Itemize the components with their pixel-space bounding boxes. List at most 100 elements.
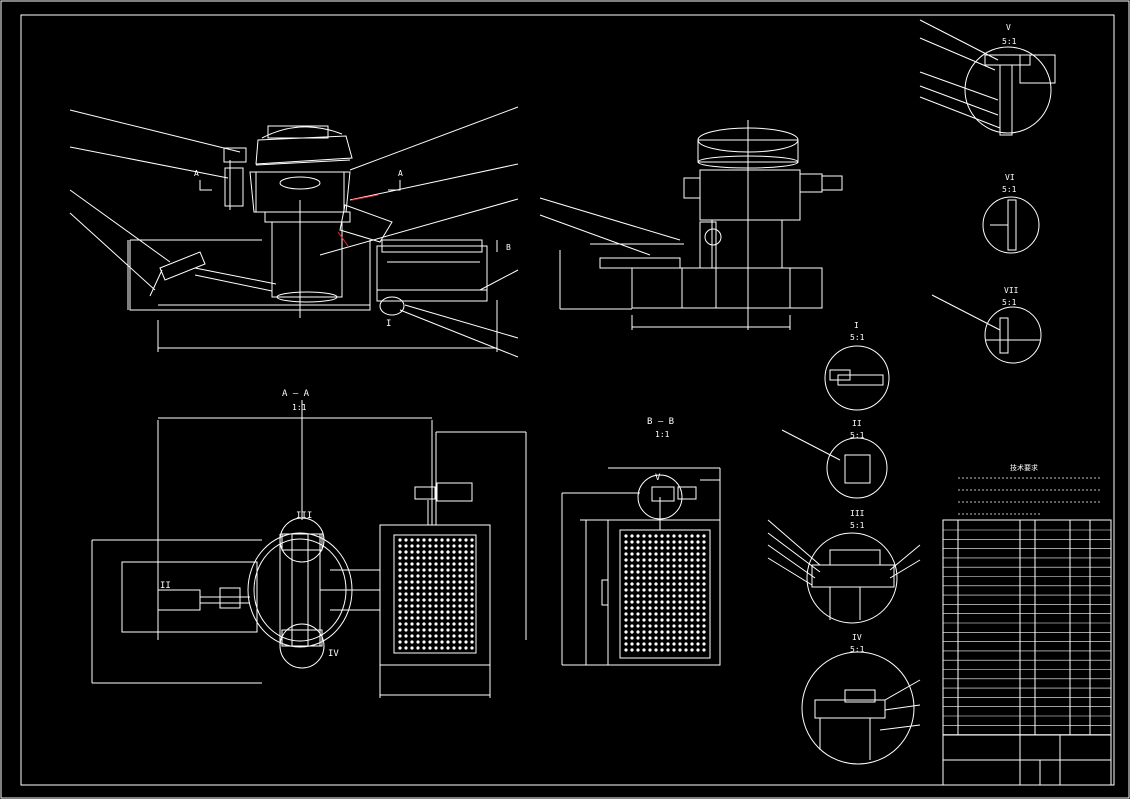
screen-hole <box>428 544 432 548</box>
screen-hole <box>398 562 402 566</box>
screen-hole <box>416 550 420 554</box>
screen-hole <box>428 616 432 620</box>
screen-hole <box>452 550 456 554</box>
screen-hole <box>422 592 426 596</box>
screen-hole <box>642 558 646 562</box>
screen-hole <box>642 552 646 556</box>
screen-hole <box>398 574 402 578</box>
screen-hole <box>464 646 468 650</box>
screen-hole <box>648 570 652 574</box>
screen-hole <box>654 600 658 604</box>
screen-hole <box>434 604 438 608</box>
screen-hole <box>410 640 414 644</box>
screen-hole <box>624 600 628 604</box>
screen-hole <box>630 600 634 604</box>
screen-hole <box>684 606 688 610</box>
screen-hole <box>470 538 474 542</box>
screen-hole <box>446 580 450 584</box>
screen-hole <box>678 534 682 538</box>
view-b-b <box>561 467 721 666</box>
screen-hole <box>434 634 438 638</box>
screen-hole <box>696 612 700 616</box>
screen-hole <box>654 576 658 580</box>
screen-hole <box>702 564 706 568</box>
screen-hole <box>666 612 670 616</box>
detail-iii-scale: 5:1 <box>850 521 865 530</box>
screen-hole <box>410 622 414 626</box>
screen-hole <box>404 622 408 626</box>
screen-hole <box>434 562 438 566</box>
screen-hole <box>452 580 456 584</box>
screen-hole <box>660 546 664 550</box>
screen-hole <box>648 588 652 592</box>
detail-iv <box>801 651 921 765</box>
screen-hole <box>458 538 462 542</box>
screen-hole <box>642 642 646 646</box>
screen-hole <box>404 604 408 608</box>
screen-hole <box>422 622 426 626</box>
screen-hole <box>648 642 652 646</box>
screen-hole <box>470 616 474 620</box>
screen-hole <box>428 646 432 650</box>
screen-hole <box>458 592 462 596</box>
screen-hole <box>684 594 688 598</box>
screen-hole <box>452 556 456 560</box>
screen-hole <box>440 574 444 578</box>
screen-hole <box>422 556 426 560</box>
screen-hole <box>684 576 688 580</box>
screen-hole <box>666 558 670 562</box>
screen-hole <box>470 580 474 584</box>
screen-hole <box>470 604 474 608</box>
screen-hole <box>446 622 450 626</box>
screen-hole <box>440 538 444 542</box>
screen-hole <box>684 642 688 646</box>
screen-hole <box>434 550 438 554</box>
detail-i <box>824 345 890 411</box>
screen-hole <box>684 552 688 556</box>
screen-hole <box>654 546 658 550</box>
screen-hole <box>410 562 414 566</box>
screen-hole <box>464 562 468 566</box>
screen-hole <box>470 544 474 548</box>
screen-hole <box>666 588 670 592</box>
screen-hole <box>654 540 658 544</box>
screen-hole <box>440 634 444 638</box>
screen-hole <box>458 616 462 620</box>
screen-hole <box>422 562 426 566</box>
screen-hole <box>636 570 640 574</box>
screen-hole <box>702 588 706 592</box>
screen-hole <box>416 610 420 614</box>
screen-hole <box>624 552 628 556</box>
screen-hole <box>660 624 664 628</box>
screen-hole <box>428 610 432 614</box>
detail-v-label: V <box>1006 23 1011 32</box>
screen-hole <box>464 610 468 614</box>
screen-hole <box>630 636 634 640</box>
screen-hole <box>672 534 676 538</box>
screen-hole <box>642 594 646 598</box>
screen-hole <box>696 558 700 562</box>
screen-hole <box>636 534 640 538</box>
screen-hole <box>702 648 706 652</box>
screen-hole <box>654 612 658 616</box>
screen-hole <box>648 600 652 604</box>
screen-hole <box>654 558 658 562</box>
screen-hole <box>404 616 408 620</box>
screen-hole <box>464 568 468 572</box>
screen-hole <box>464 640 468 644</box>
screen-hole <box>416 646 420 650</box>
screen-hole <box>666 648 670 652</box>
screen-hole <box>678 606 682 610</box>
screen-hole <box>690 594 694 598</box>
screen-hole <box>464 598 468 602</box>
screen-hole <box>446 610 450 614</box>
screen-hole <box>428 550 432 554</box>
screen-hole <box>434 544 438 548</box>
screen-hole <box>660 600 664 604</box>
screen-hole <box>702 546 706 550</box>
screen-hole <box>696 618 700 622</box>
screen-hole <box>660 570 664 574</box>
screen-hole <box>672 576 676 580</box>
screen-hole <box>702 576 706 580</box>
